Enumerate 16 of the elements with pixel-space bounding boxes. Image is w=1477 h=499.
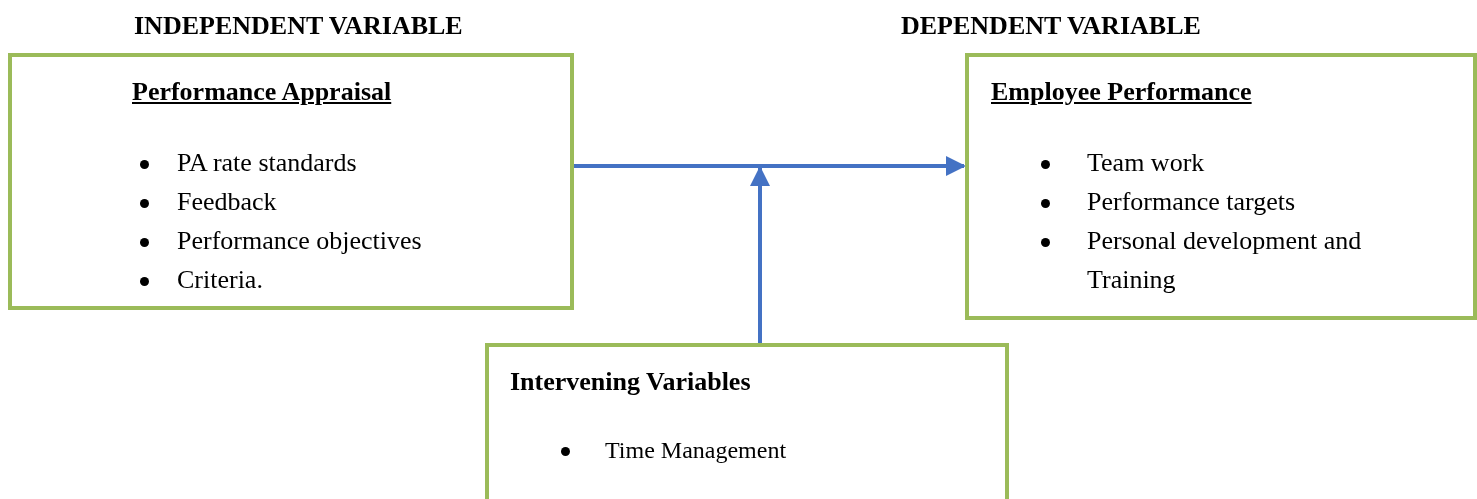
- list-item: Team work: [1087, 147, 1206, 179]
- arrow: [574, 156, 966, 176]
- section-heading: DEPENDENT VARIABLE: [901, 11, 1201, 41]
- list-item: Feedback: [177, 186, 278, 218]
- list-item: Performance objectives: [177, 225, 423, 257]
- list-item: Criteria.: [177, 264, 264, 296]
- section-heading: INDEPENDENT VARIABLE: [134, 11, 463, 41]
- list-item: Time Management: [605, 436, 788, 465]
- arrow: [750, 166, 770, 343]
- box-heading: Employee Performance: [991, 77, 1252, 107]
- variable-box: [485, 343, 1009, 499]
- box-heading: Performance Appraisal: [132, 77, 392, 107]
- list-item: Personal development and Training: [1087, 225, 1363, 296]
- list-item: PA rate standards: [177, 147, 358, 179]
- list-item: Performance targets: [1087, 186, 1297, 218]
- box-heading: Intervening Variables: [510, 367, 751, 397]
